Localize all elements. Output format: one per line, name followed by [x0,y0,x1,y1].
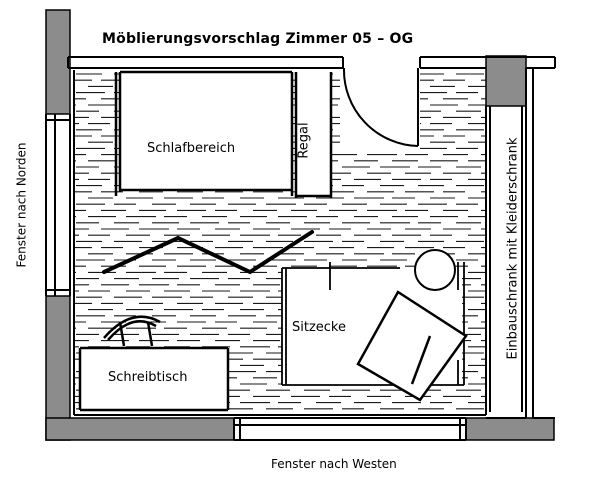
wall-south-left [45,417,235,441]
armchair [356,290,468,402]
label-window-west: Fenster nach Westen [271,457,397,471]
bed [114,70,294,196]
label-wardrobe: Einbauschrank mit Kleiderschrank [505,137,521,360]
label-shelf: Regal [296,122,312,159]
page-title: Möblierungsvorschlag Zimmer 05 – OG [102,31,414,47]
desk-chair [103,315,161,347]
desk [78,346,230,412]
label-sleeping-area: Schlafbereich [147,141,236,156]
door [342,67,419,147]
wardrobe [485,106,523,415]
wall-west-bottom [45,295,71,441]
label-seating-corner: Sitzecke [292,320,346,335]
label-window-north: Fenster nach Norden [14,142,29,268]
zigzag-line [102,230,314,275]
shelf [294,72,333,198]
wall-west-top [45,9,71,115]
wall-south-right [465,417,555,441]
seating-area [281,262,465,386]
side-table [414,249,456,291]
wall-corner-column [485,55,527,107]
label-desk: Schreibtisch [108,370,188,385]
